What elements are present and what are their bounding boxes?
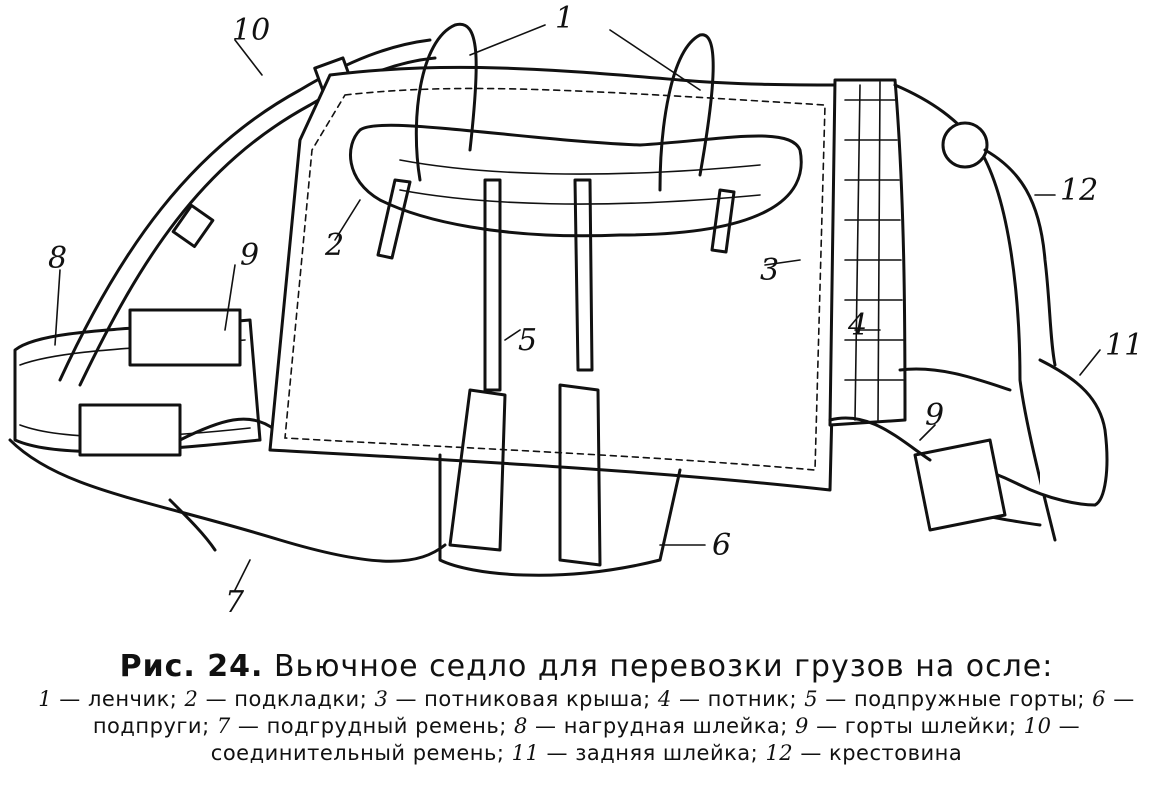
- legend-num: 1: [38, 687, 53, 711]
- legend-num: 7: [216, 714, 231, 738]
- legend-text: — подпруги;: [92, 687, 1135, 738]
- saddle-cover: [268, 65, 842, 492]
- callout-1: 1: [555, 1, 574, 36]
- callout-4: 4: [847, 308, 867, 343]
- saddle-drawing: 1 10 8 9 2 3 4 5 12 11 9 6 7: [8, 1, 1143, 620]
- leader-lines: [54, 24, 1101, 591]
- saddle-tree-arch-rear: [658, 33, 715, 192]
- girths: [438, 453, 682, 577]
- girth-strap: [573, 178, 594, 372]
- callout-5: 5: [518, 323, 537, 358]
- chest-strap: [8, 438, 447, 563]
- girth-strap-short: [710, 188, 736, 254]
- legend-num: 12: [765, 741, 794, 765]
- collar-strap-right: [828, 416, 932, 462]
- callout-9-left: 9: [240, 238, 259, 273]
- collar-strap-left: [178, 417, 277, 442]
- breast-collar: [13, 318, 262, 454]
- legend-text: — ленчик;: [52, 687, 185, 711]
- pack-saddle-illustration: 1 10 8 9 2 3 4 5 12 11 9 6 7: [8, 1, 1143, 620]
- callout-9-right: 9: [925, 398, 944, 433]
- callout-8: 8: [48, 241, 67, 276]
- collar-strap-upper: [898, 367, 1012, 392]
- breeching-pad: [913, 438, 1007, 532]
- legend-num: 6: [1092, 687, 1107, 711]
- figure-label: Рис. 24.: [119, 649, 264, 684]
- crupper-ring: [941, 121, 989, 169]
- legend-num: 8: [513, 714, 528, 738]
- legend-text: — соединительный ремень;: [210, 714, 1081, 765]
- crupper-strap: [893, 83, 1057, 542]
- legend-num: 11: [511, 741, 540, 765]
- legend-text: — подгрудный ремень;: [230, 714, 514, 738]
- legend-text: — нагрудная шлейка;: [527, 714, 796, 738]
- legend-text: — крестовина: [793, 741, 963, 765]
- legend-text: — потник;: [671, 687, 805, 711]
- callout-7: 7: [225, 585, 245, 620]
- legend-text: — горты шлейки;: [808, 714, 1024, 738]
- girth-loops: [448, 383, 602, 567]
- legend-num: 3: [374, 687, 389, 711]
- legend-num: 5: [804, 687, 819, 711]
- sweat-pad: [828, 78, 907, 427]
- girth-strap-short: [376, 178, 412, 260]
- callout-11: 11: [1105, 328, 1143, 363]
- chest-strap-tail: [168, 498, 217, 552]
- callout-10: 10: [232, 13, 270, 48]
- legend-num: 2: [184, 687, 199, 711]
- legend-text: — подпружные горты;: [818, 687, 1093, 711]
- sweat-pad-mesh: [844, 81, 904, 421]
- callout-2: 2: [324, 228, 344, 263]
- saddle-tree-arch-front: [414, 22, 478, 182]
- saddle-cover-seam: [284, 87, 826, 471]
- legend-text: — задняя шлейка;: [539, 741, 766, 765]
- legend-num: 4: [657, 687, 672, 711]
- strap-buckle: [171, 203, 215, 249]
- collar-buckle-pad: [78, 403, 182, 457]
- callout-12: 12: [1060, 173, 1098, 208]
- figure-title: Вьючное седло для перевозки грузов на ос…: [273, 649, 1054, 684]
- callout-3: 3: [760, 253, 779, 288]
- crupper-branch: [983, 148, 1057, 367]
- girth-strap: [483, 178, 502, 392]
- caption-legend: 1 — ленчик; 2 — подкладки; 3 — потникова…: [0, 686, 1173, 767]
- collar-pad: [128, 308, 242, 367]
- callout-6: 6: [712, 528, 731, 563]
- pad-wood-grain: [399, 159, 761, 205]
- legend-num: 9: [795, 714, 809, 738]
- caption-title: Рис. 24. Вьючное седло для перевозки гру…: [0, 648, 1173, 686]
- figure-caption: Рис. 24. Вьючное седло для перевозки гру…: [0, 640, 1173, 812]
- legend-text: — потниковая крыша;: [388, 687, 658, 711]
- legend-num: 10: [1023, 714, 1052, 738]
- legend-text: — подкладки;: [198, 687, 375, 711]
- connecting-strap: [58, 38, 432, 382]
